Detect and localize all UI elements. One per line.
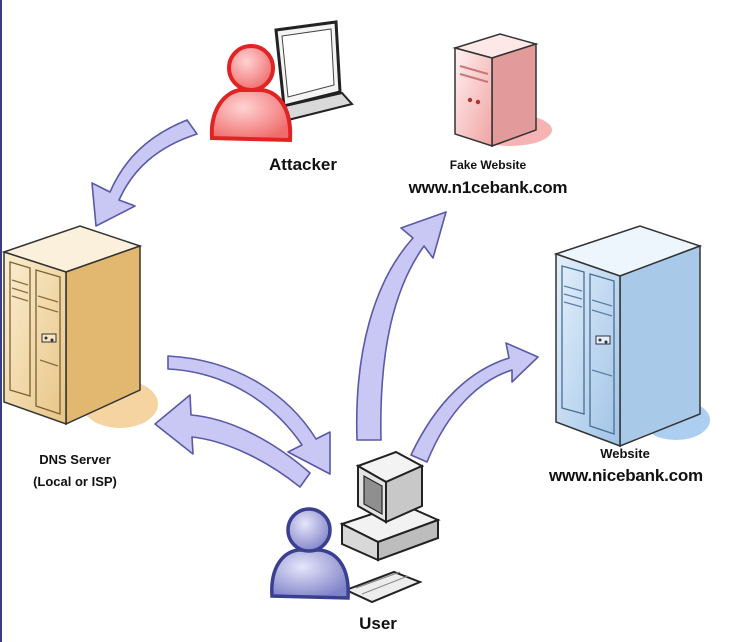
arrow-user-to-fake-website [355,211,447,441]
user-label: User [359,614,397,633]
fake-website-url: www.n1cebank.com [408,178,568,197]
user-person-icon [270,507,350,600]
attacker-figure [209,20,354,143]
dns-server-sublabel: (Local or ISP) [33,474,117,489]
dns-server-label: DNS Server [39,452,111,467]
website-server-icon [553,225,710,448]
dns-server-icon [1,225,158,428]
arrow-dns-to-user [167,355,331,475]
attacker-label: Attacker [268,155,338,174]
fake-website-label: Fake Website [449,158,527,172]
website-url: www.nicebank.com [549,466,703,485]
fake-website-server-icon [452,33,552,148]
website-label: Website [600,446,650,461]
arrow-attacker-to-dns [91,119,198,227]
attacker-person-icon [209,44,293,143]
user-computer-icon [339,450,441,604]
arrow-user-to-dns [154,394,311,488]
arrow-user-to-website [410,342,539,463]
